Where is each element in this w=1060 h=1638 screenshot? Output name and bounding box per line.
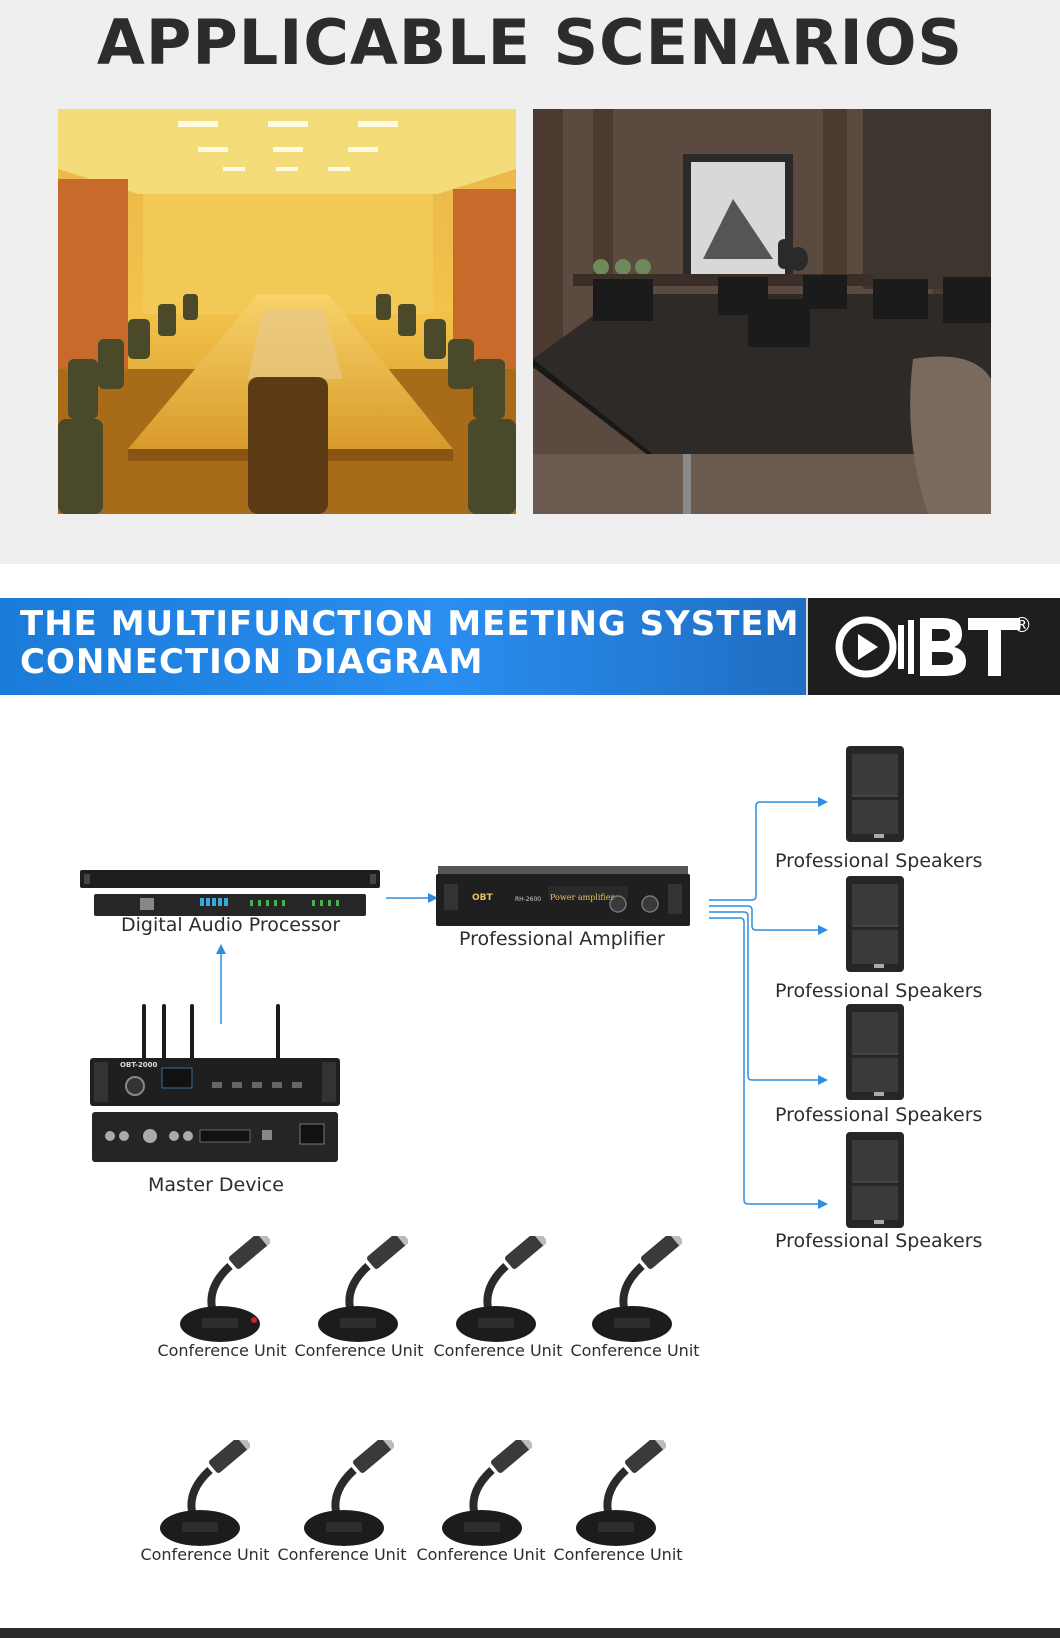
amplifier-brand: OBT (472, 893, 493, 903)
master-device (90, 1002, 340, 1162)
digital-audio-processor-device (80, 870, 380, 916)
conference-unit-r1-2 (316, 1229, 410, 1346)
master-brand: OBT-2000 (120, 1061, 158, 1069)
amplifier-caption: Power amplifier (550, 893, 615, 902)
conference-unit-label-r2-4: Conference Unit (553, 1545, 683, 1564)
obt-logo (808, 598, 1060, 695)
conference-unit-r2-3 (440, 1433, 534, 1550)
conference-unit-r1-3 (454, 1229, 548, 1346)
conference-room-photo (58, 109, 516, 514)
arrow-master-to-processor (216, 944, 226, 1024)
conference-unit-label-r2-2: Conference Unit (277, 1545, 407, 1564)
conference-unit-label-r1-3: Conference Unit (433, 1341, 563, 1360)
registered-mark: ® (1012, 613, 1032, 637)
speaker-4 (844, 1132, 908, 1230)
amplifier-model: RH-2600 (515, 896, 542, 903)
processor-label: Digital Audio Processor (121, 914, 341, 936)
speaker-label-2: Professional Speakers (775, 980, 983, 1002)
conference-unit-r2-1 (158, 1433, 252, 1550)
professional-amplifier-device (436, 866, 690, 926)
speaker-1 (844, 746, 908, 844)
bottom-bar (0, 1628, 1060, 1638)
speaker-3 (844, 1004, 908, 1102)
speaker-label-1: Professional Speakers (775, 850, 983, 872)
conference-unit-label-r1-1: Conference Unit (157, 1341, 287, 1360)
conference-unit-label-r2-3: Conference Unit (416, 1545, 546, 1564)
scenarios-title: APPLICABLE SCENARIOS (96, 6, 964, 79)
banner-title-line1: THE MULTIFUNCTION MEETING SYSTEM (20, 604, 800, 644)
arrows-amplifier-to-speakers (709, 797, 828, 1209)
office-meeting-room-photo (533, 109, 991, 514)
conference-unit-label-r2-1: Conference Unit (140, 1545, 270, 1564)
amplifier-label: Professional Amplifier (459, 928, 665, 950)
banner-title-line2: CONNECTION DIAGRAM (20, 642, 484, 682)
conference-unit-r1-1 (178, 1229, 272, 1346)
conference-unit-label-r1-2: Conference Unit (294, 1341, 424, 1360)
speaker-label-4: Professional Speakers (775, 1230, 983, 1252)
diagram-banner (0, 598, 806, 695)
arrow-processor-to-amplifier (386, 893, 438, 903)
conference-unit-r2-2 (302, 1433, 396, 1550)
conference-unit-r1-4 (590, 1229, 684, 1346)
master-device-label: Master Device (148, 1174, 284, 1196)
speaker-2 (844, 876, 908, 974)
banner-divider (806, 598, 808, 695)
speaker-label-3: Professional Speakers (775, 1104, 983, 1126)
conference-unit-label-r1-4: Conference Unit (570, 1341, 700, 1360)
conference-unit-r2-4 (574, 1433, 668, 1550)
obt-logo-icon (835, 616, 1020, 678)
